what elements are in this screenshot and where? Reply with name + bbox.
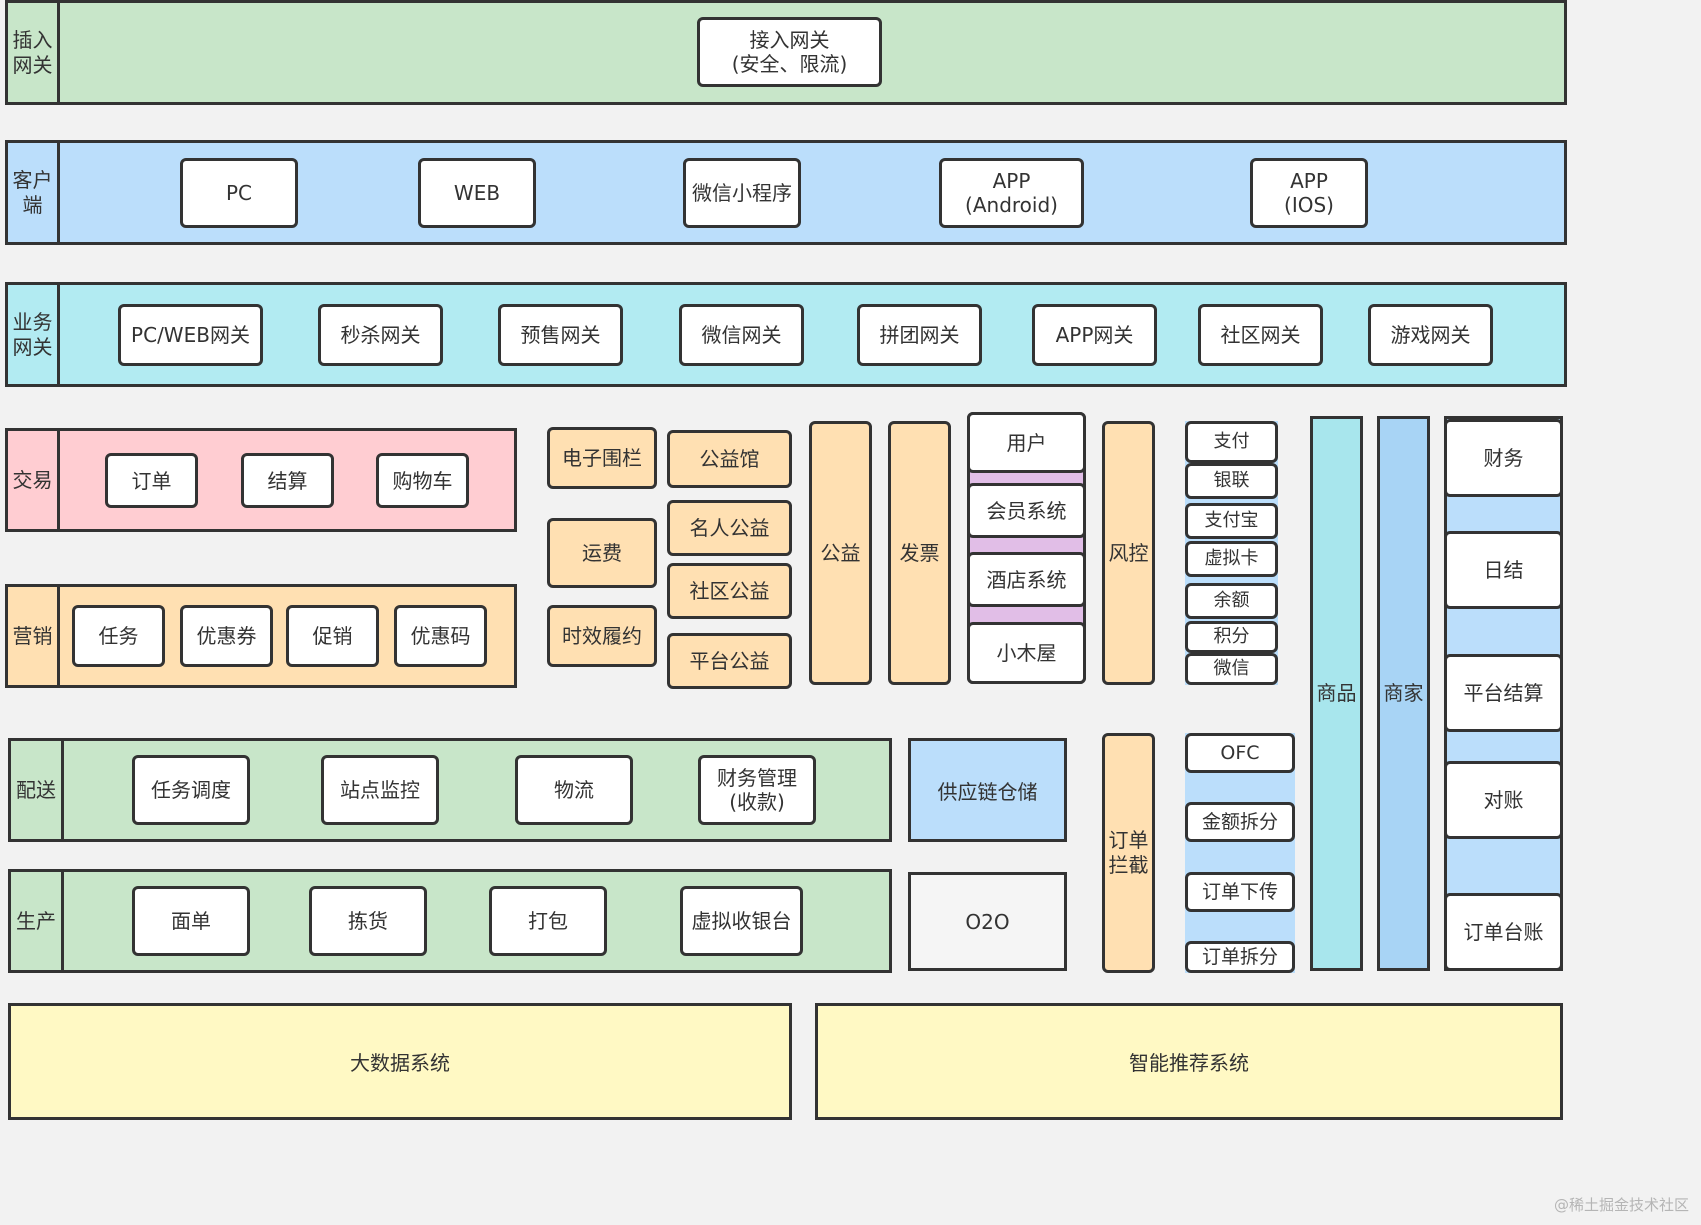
recommend-system: 智能推荐系统 <box>815 1003 1563 1120</box>
trade-cart: 购物车 <box>376 453 469 508</box>
watermark: @稀土掘金技术社区 <box>1553 1196 1689 1214</box>
reconcile-box: 对账 <box>1444 761 1563 839</box>
gateway-groupbuy: 拼团网关 <box>857 304 982 366</box>
supply-chain-label: 供应链仓储 <box>937 779 1038 804</box>
marketing-task: 任务 <box>72 605 165 667</box>
charity-column: 公益 <box>809 421 872 685</box>
invoice-column: 发票 <box>888 421 951 685</box>
geofence-box: 电子围栏 <box>547 427 657 489</box>
user-box: 用户 <box>967 412 1086 473</box>
delivery-dispatch: 任务调度 <box>132 755 250 825</box>
marketing-coupon: 优惠券 <box>180 605 273 667</box>
freight-box: 运费 <box>547 518 657 588</box>
supply-chain-box: 供应链仓储 <box>908 738 1067 842</box>
trade-settle: 结算 <box>241 453 334 508</box>
client-app-ios: APP (IOS) <box>1250 158 1368 228</box>
trade-label: 交易 <box>5 428 60 532</box>
gateway-pcweb: PC/WEB网关 <box>118 304 263 366</box>
client-web: WEB <box>418 158 536 228</box>
production-picking: 拣货 <box>309 886 427 956</box>
finance-box: 财务 <box>1444 419 1563 497</box>
risk-control-column: 风控 <box>1102 421 1155 685</box>
recommend-label: 智能推荐系统 <box>1129 1051 1249 1075</box>
gateway-app: APP网关 <box>1032 304 1157 366</box>
biz-gateway-label: 业务网关 <box>5 282 60 387</box>
timely-fulfillment-box: 时效履约 <box>547 605 657 667</box>
platform-charity-box: 平台公益 <box>667 633 792 689</box>
access-gateway-label: 插入网关 <box>5 0 60 105</box>
marketing-promo-code: 优惠码 <box>394 605 487 667</box>
gateway-community: 社区网关 <box>1198 304 1323 366</box>
balance-box: 余额 <box>1185 583 1278 619</box>
unionpay-box: 银联 <box>1185 463 1278 499</box>
production-label: 生产 <box>8 869 64 973</box>
wechat-pay-box: 微信 <box>1185 653 1278 685</box>
delivery-finance: 财务管理 (收款) <box>698 755 816 825</box>
pay-box: 支付 <box>1185 421 1278 463</box>
gateway-seckill: 秒杀网关 <box>318 304 443 366</box>
client-wechat-mini: 微信小程序 <box>683 158 801 228</box>
order-ledger-box: 订单台账 <box>1444 893 1563 971</box>
order-stack <box>1185 733 1295 973</box>
gateway-game: 游戏网关 <box>1368 304 1493 366</box>
marketing-promotion: 促销 <box>286 605 379 667</box>
points-box: 积分 <box>1185 621 1278 653</box>
ofc-box: OFC <box>1185 733 1295 773</box>
amount-split-box: 金额拆分 <box>1185 802 1295 842</box>
delivery-label: 配送 <box>8 738 64 842</box>
gateway-presale: 预售网关 <box>498 304 623 366</box>
delivery-logistics: 物流 <box>515 755 633 825</box>
charity-hall-box: 公益馆 <box>667 430 792 488</box>
production-virtual-cashier: 虚拟收银台 <box>680 886 803 956</box>
virtual-card-box: 虚拟卡 <box>1185 541 1278 577</box>
member-system-box: 会员系统 <box>967 483 1086 538</box>
production-packing: 打包 <box>489 886 607 956</box>
delivery-site-monitor: 站点监控 <box>321 755 439 825</box>
client-pc: PC <box>180 158 298 228</box>
big-data-system: 大数据系统 <box>8 1003 792 1120</box>
hotel-system-box: 酒店系统 <box>967 552 1086 607</box>
order-intercept-column: 订单拦截 <box>1102 733 1155 973</box>
marketing-label: 营销 <box>5 584 60 688</box>
alipay-box: 支付宝 <box>1185 503 1278 539</box>
daily-settle-box: 日结 <box>1444 531 1563 609</box>
cabin-box: 小木屋 <box>967 622 1086 684</box>
gateway-wechat: 微信网关 <box>679 304 804 366</box>
o2o-label: O2O <box>965 909 1010 934</box>
order-split-box: 订单拆分 <box>1185 941 1295 973</box>
trade-order: 订单 <box>105 453 198 508</box>
community-charity-box: 社区公益 <box>667 563 792 619</box>
merchant-column: 商家 <box>1377 416 1430 971</box>
client-label: 客户端 <box>5 140 60 245</box>
o2o-box: O2O <box>908 872 1067 971</box>
client-app-android: APP (Android) <box>939 158 1084 228</box>
celebrity-charity-box: 名人公益 <box>667 500 792 556</box>
big-data-label: 大数据系统 <box>350 1051 450 1075</box>
access-gateway-box: 接入网关 (安全、限流) <box>697 17 882 87</box>
order-dispatch-box: 订单下传 <box>1185 872 1295 912</box>
production-waybill: 面单 <box>132 886 250 956</box>
goods-column: 商品 <box>1310 416 1363 971</box>
platform-settle-box: 平台结算 <box>1444 654 1563 732</box>
